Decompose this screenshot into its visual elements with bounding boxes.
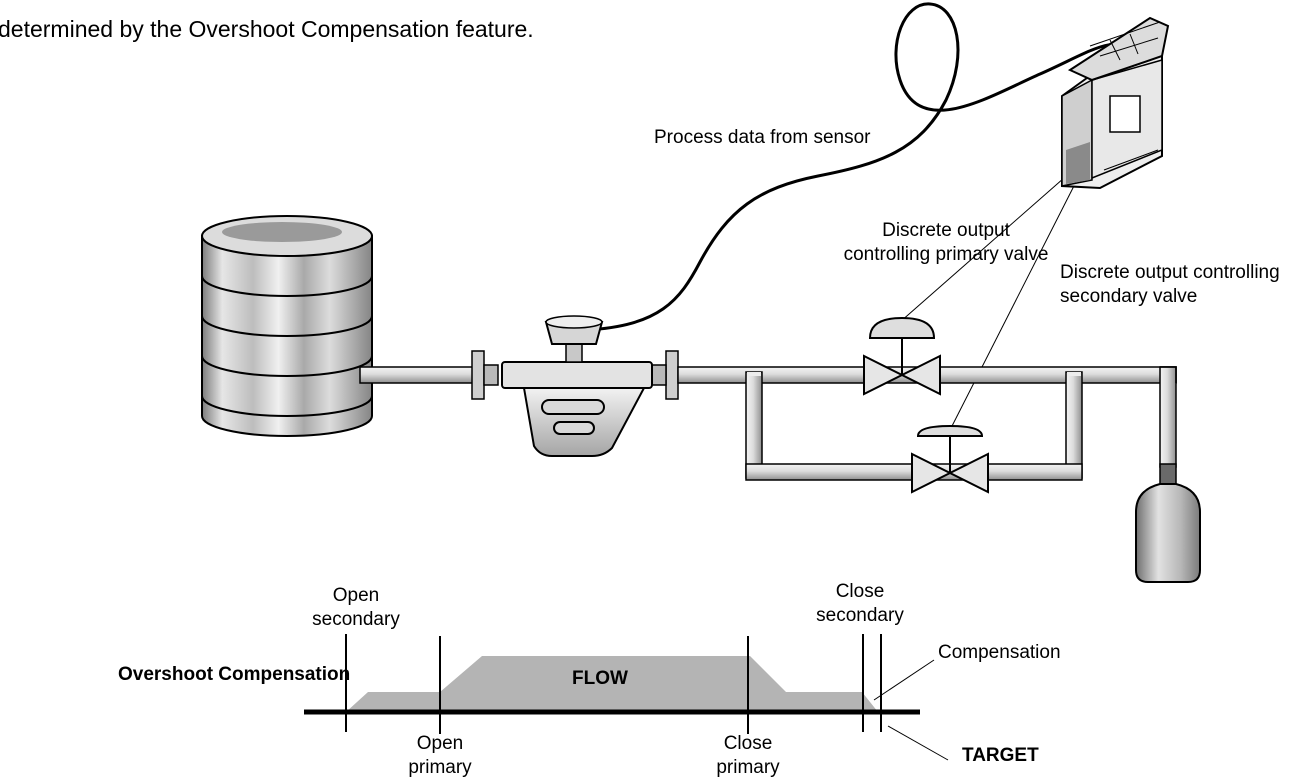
flow-label: FLOW	[572, 668, 628, 689]
close-primary-line-2: primary	[716, 757, 780, 778]
intro-text: determined by the Overshoot Compensation…	[0, 16, 534, 42]
close-primary-line-1: Close	[723, 733, 773, 754]
open-primary-line-2: primary	[408, 757, 472, 778]
target-label: TARGET	[962, 745, 1039, 766]
inlet-flange	[471, 350, 485, 400]
open-primary-label: Open primary	[380, 732, 500, 780]
discrete-secondary-label: Discrete output controlling secondary va…	[1060, 261, 1280, 309]
inlet-pipe	[359, 366, 477, 384]
close-primary-label: Close primary	[688, 732, 808, 780]
controller-module	[1061, 16, 1170, 190]
discrete-secondary-line-2: secondary valve	[1060, 286, 1198, 307]
secondary-valve	[911, 424, 989, 494]
open-secondary-label: Open secondary	[296, 584, 416, 632]
discrete-primary-line-1: Discrete output	[882, 220, 1010, 241]
flow-meter	[501, 315, 653, 457]
open-secondary-line-2: secondary	[312, 609, 400, 630]
primary-valve	[863, 316, 941, 396]
timeline-title: Overshoot Compensation	[118, 664, 351, 685]
sensor-cable	[584, 2, 1140, 332]
compensation-timeline	[304, 634, 949, 761]
compensation-label: Compensation	[938, 642, 1061, 663]
supply-tank	[201, 215, 373, 437]
discrete-primary-line-2: controlling primary valve	[843, 244, 1049, 265]
close-secondary-line-2: secondary	[816, 605, 904, 626]
open-secondary-line-1: Open	[332, 585, 380, 606]
discrete-primary-label: Discrete output controlling primary valv…	[836, 219, 1056, 267]
fill-bottle	[1135, 463, 1201, 583]
outlet-drop-pipe	[1159, 366, 1177, 468]
target-callout	[887, 725, 949, 761]
close-secondary-label: Close secondary	[800, 580, 920, 628]
open-primary-line-1: Open	[416, 733, 464, 754]
secondary-signal-line	[949, 177, 1079, 431]
branch-right-down	[1065, 371, 1083, 479]
close-secondary-line-1: Close	[835, 581, 885, 602]
compensation-callout	[873, 659, 935, 701]
flow-profile	[346, 656, 878, 712]
process-data-label: Process data from sensor	[654, 127, 871, 148]
primary-signal-line	[899, 177, 1065, 323]
discrete-secondary-line-1: Discrete output controlling	[1060, 262, 1280, 283]
branch-left-down	[745, 371, 763, 479]
outlet-flange	[665, 350, 679, 400]
